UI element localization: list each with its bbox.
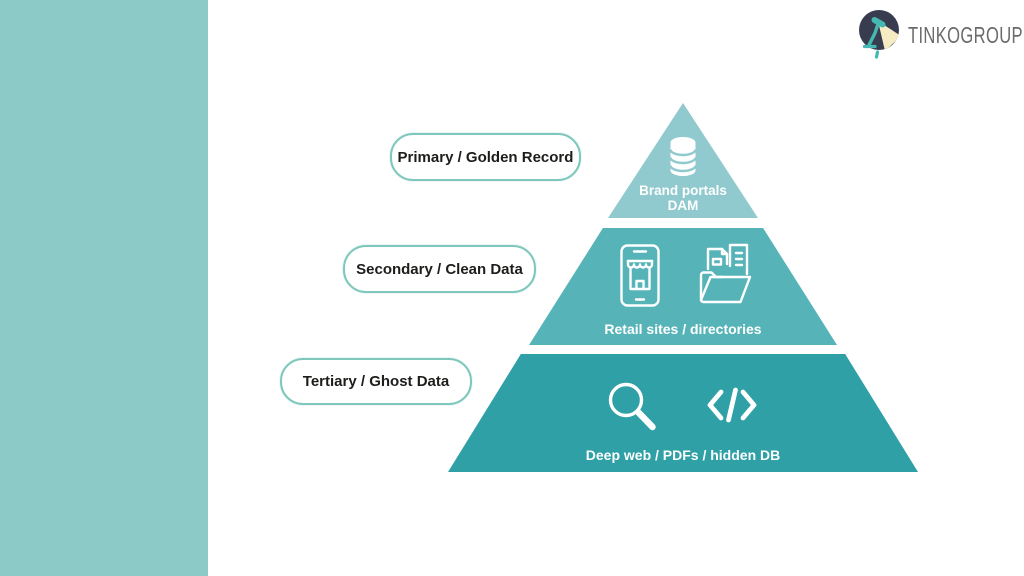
label-tertiary-ghost-data: Tertiary / Ghost Data <box>280 358 472 405</box>
left-accent-band <box>0 0 208 576</box>
label-tertiary-text: Tertiary / Ghost Data <box>302 373 450 390</box>
tier-primary-caption-line2: DAM <box>667 198 699 213</box>
label-primary-text: Primary / Golden Record <box>397 148 574 166</box>
tier-secondary-caption: Retail sites / directories <box>604 321 762 337</box>
magnifier-icon <box>608 382 656 431</box>
code-icon <box>707 387 757 423</box>
pyramid-tier-primary: Brand portals DAM <box>608 103 758 218</box>
label-primary-golden-record: Primary / Golden Record <box>390 133 581 181</box>
label-secondary-clean-data: Secondary / Clean Data <box>343 245 536 293</box>
folder-documents-icon <box>699 243 752 304</box>
tier-primary-caption-line1: Brand portals <box>639 183 727 198</box>
logo-company-name: TINKOGROUP <box>908 21 1023 48</box>
label-secondary-text: Secondary / Clean Data <box>356 260 523 278</box>
logo: TINKOGROUP <box>858 9 1024 59</box>
pyramid-tier-tertiary: Deep web / PDFs / hidden DB <box>448 354 918 472</box>
tier-primary-caption: Brand portals DAM <box>608 183 758 213</box>
smartphone-store-icon <box>620 244 660 307</box>
pyramid-tier-secondary: Retail sites / directories <box>529 228 837 345</box>
tier-tertiary-caption: Deep web / PDFs / hidden DB <box>585 447 781 463</box>
database-icon <box>669 137 697 176</box>
lamp-logo-icon <box>859 10 899 59</box>
